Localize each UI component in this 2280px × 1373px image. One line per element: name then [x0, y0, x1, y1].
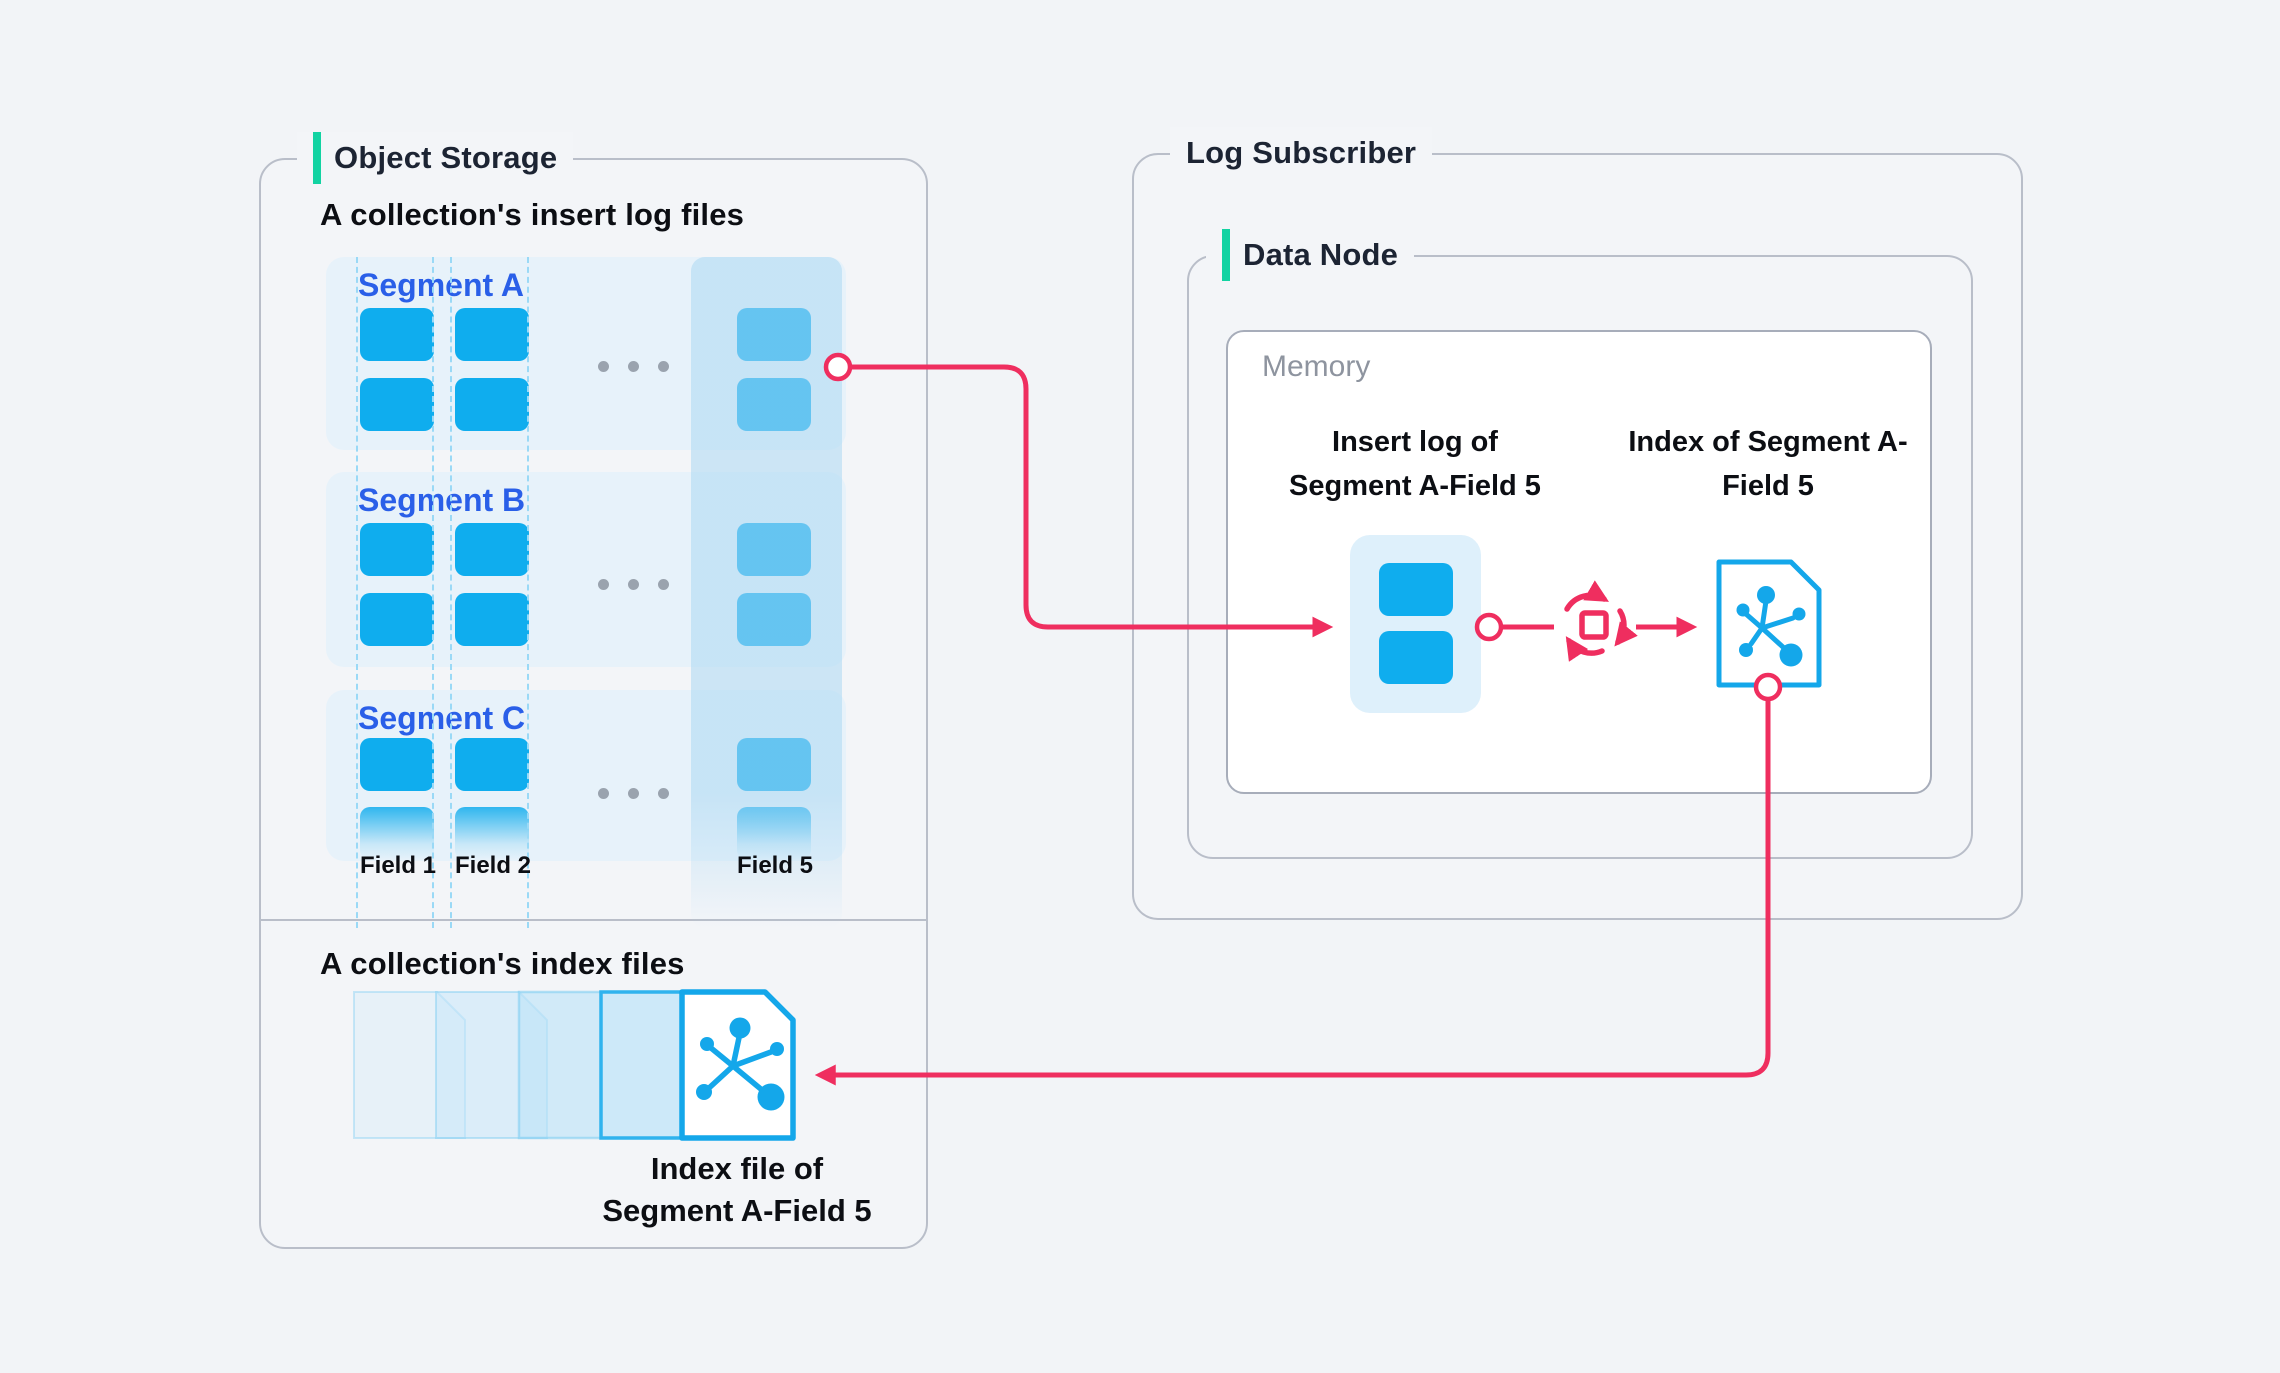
field-column-guide — [432, 257, 434, 928]
log-chunk — [360, 378, 434, 431]
log-chunk — [360, 308, 434, 361]
index-files-heading: A collection's index files — [320, 946, 685, 981]
log-chunk-faded — [455, 807, 529, 860]
segment-c-title: Segment C — [358, 700, 526, 736]
log-subscriber-title: Log Subscriber — [1186, 135, 1417, 170]
index-label: Index of Segment A- Field 5 — [1608, 420, 1928, 508]
field-1-label: Field 1 — [360, 852, 437, 879]
object-storage-divider — [259, 919, 928, 921]
ellipsis-dots — [598, 788, 669, 799]
log-chunk — [1379, 631, 1453, 684]
insert-log-label-line1: Insert log of — [1332, 426, 1498, 458]
log-subscriber-legend: Log Subscriber — [1170, 127, 1433, 179]
index-file-label-line1: Index file of — [650, 1151, 824, 1186]
green-accent-bar — [1222, 229, 1230, 281]
field-column-guide — [527, 257, 529, 928]
log-chunk-faded — [360, 807, 434, 860]
insert-log-files-heading: A collection's insert log files — [320, 197, 745, 232]
green-accent-bar — [313, 132, 321, 184]
insert-log-box — [1350, 535, 1481, 713]
object-storage-legend: Object Storage — [297, 132, 574, 184]
insert-log-label-line2: Segment A-Field 5 — [1289, 470, 1541, 502]
field-2-label: Field 2 — [455, 852, 532, 879]
insert-log-label: Insert log of Segment A-Field 5 — [1255, 420, 1575, 508]
index-label-line2: Field 5 — [1722, 470, 1814, 502]
index-file-label: Index file of Segment A-Field 5 — [537, 1148, 937, 1232]
log-chunk — [455, 738, 529, 791]
log-chunk — [455, 523, 529, 576]
index-file-label-line2: Segment A-Field 5 — [602, 1193, 872, 1228]
memory-title: Memory — [1262, 350, 1371, 383]
log-chunk — [1379, 563, 1453, 616]
log-chunk — [360, 593, 434, 646]
object-storage-title: Object Storage — [334, 140, 558, 175]
log-chunk — [455, 308, 529, 361]
ellipsis-dots — [598, 361, 669, 372]
field-column-guide — [356, 257, 358, 928]
ellipsis-dots — [598, 579, 669, 590]
field-5-label: Field 5 — [737, 852, 814, 879]
field-column-guide — [450, 257, 452, 928]
index-label-line1: Index of Segment A- — [1628, 426, 1908, 458]
segment-a-title: Segment A — [358, 267, 524, 303]
memory-panel — [1226, 330, 1932, 794]
data-node-title: Data Node — [1243, 237, 1399, 272]
log-chunk — [360, 738, 434, 791]
data-node-legend: Data Node — [1206, 229, 1415, 281]
log-chunk — [455, 378, 529, 431]
log-chunk — [360, 523, 434, 576]
log-chunk — [455, 593, 529, 646]
field5-highlight-strip — [691, 257, 842, 928]
segment-b-title: Segment B — [358, 482, 526, 518]
